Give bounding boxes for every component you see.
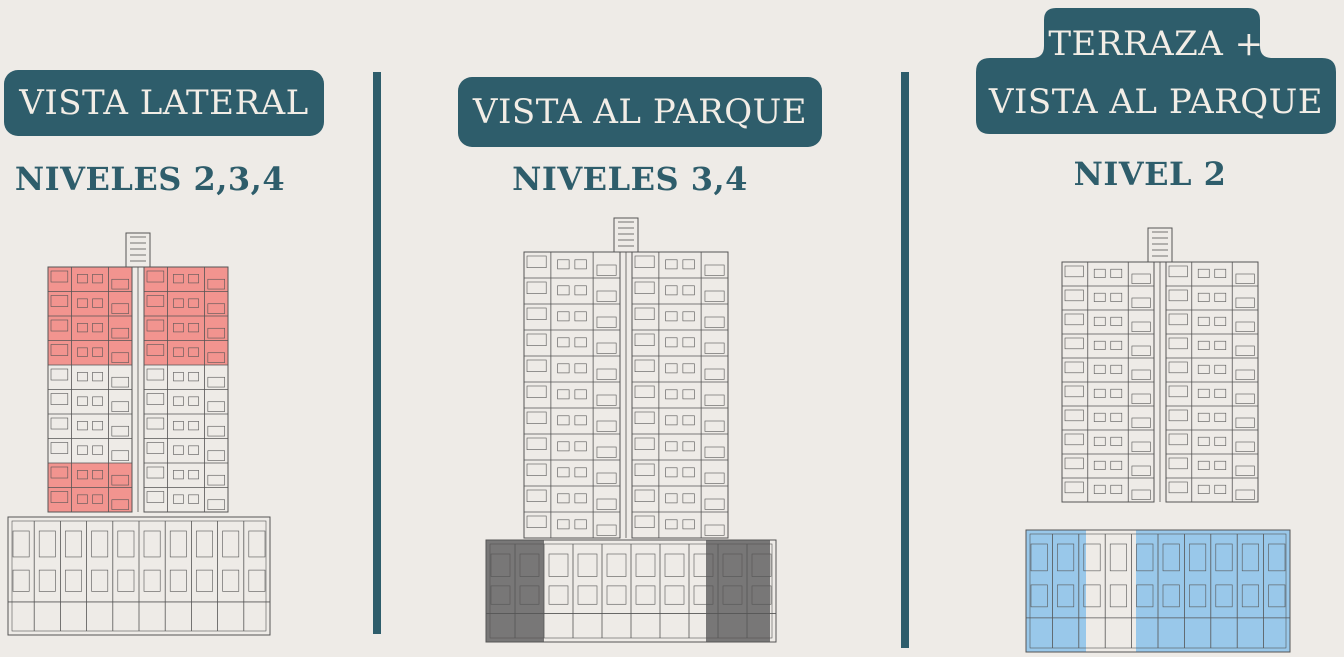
highlight-zone <box>706 540 770 642</box>
floor-plan-vista-lateral <box>7 232 271 636</box>
podium <box>485 539 777 643</box>
stair-core <box>1147 227 1173 263</box>
badge-vista-lateral-label: VISTA LATERAL <box>19 83 309 123</box>
levels-label-panel-3: NIVEL 2 <box>1073 155 1227 193</box>
stair-core <box>613 217 639 253</box>
badge-vista-al-parque-label: VISTA AL PARQUE <box>472 92 808 132</box>
divider-right <box>901 72 909 648</box>
badge-vista-lateral: VISTA LATERAL <box>4 70 324 136</box>
badge-shape <box>976 8 1336 134</box>
levels-label-panel-2: NIVELES 3,4 <box>512 160 748 198</box>
badge-terraza-line1: TERRAZA + <box>1048 24 1264 64</box>
levels-label-panel-1: NIVELES 2,3,4 <box>14 160 286 198</box>
podium <box>7 516 271 636</box>
stair-core <box>125 232 151 268</box>
floor-plan-vista-al-parque <box>485 217 777 643</box>
highlight-zone <box>1026 530 1086 652</box>
floor-plan-terraza <box>1025 227 1291 653</box>
badge-terraza-vista-al-parque: TERRAZA + VISTA AL PARQUE <box>976 8 1336 134</box>
podium <box>1025 529 1291 653</box>
divider-left <box>373 72 381 634</box>
badge-terraza-line2: VISTA AL PARQUE <box>988 82 1324 122</box>
highlight-zone <box>1136 530 1290 652</box>
badge-vista-al-parque: VISTA AL PARQUE <box>458 77 822 147</box>
